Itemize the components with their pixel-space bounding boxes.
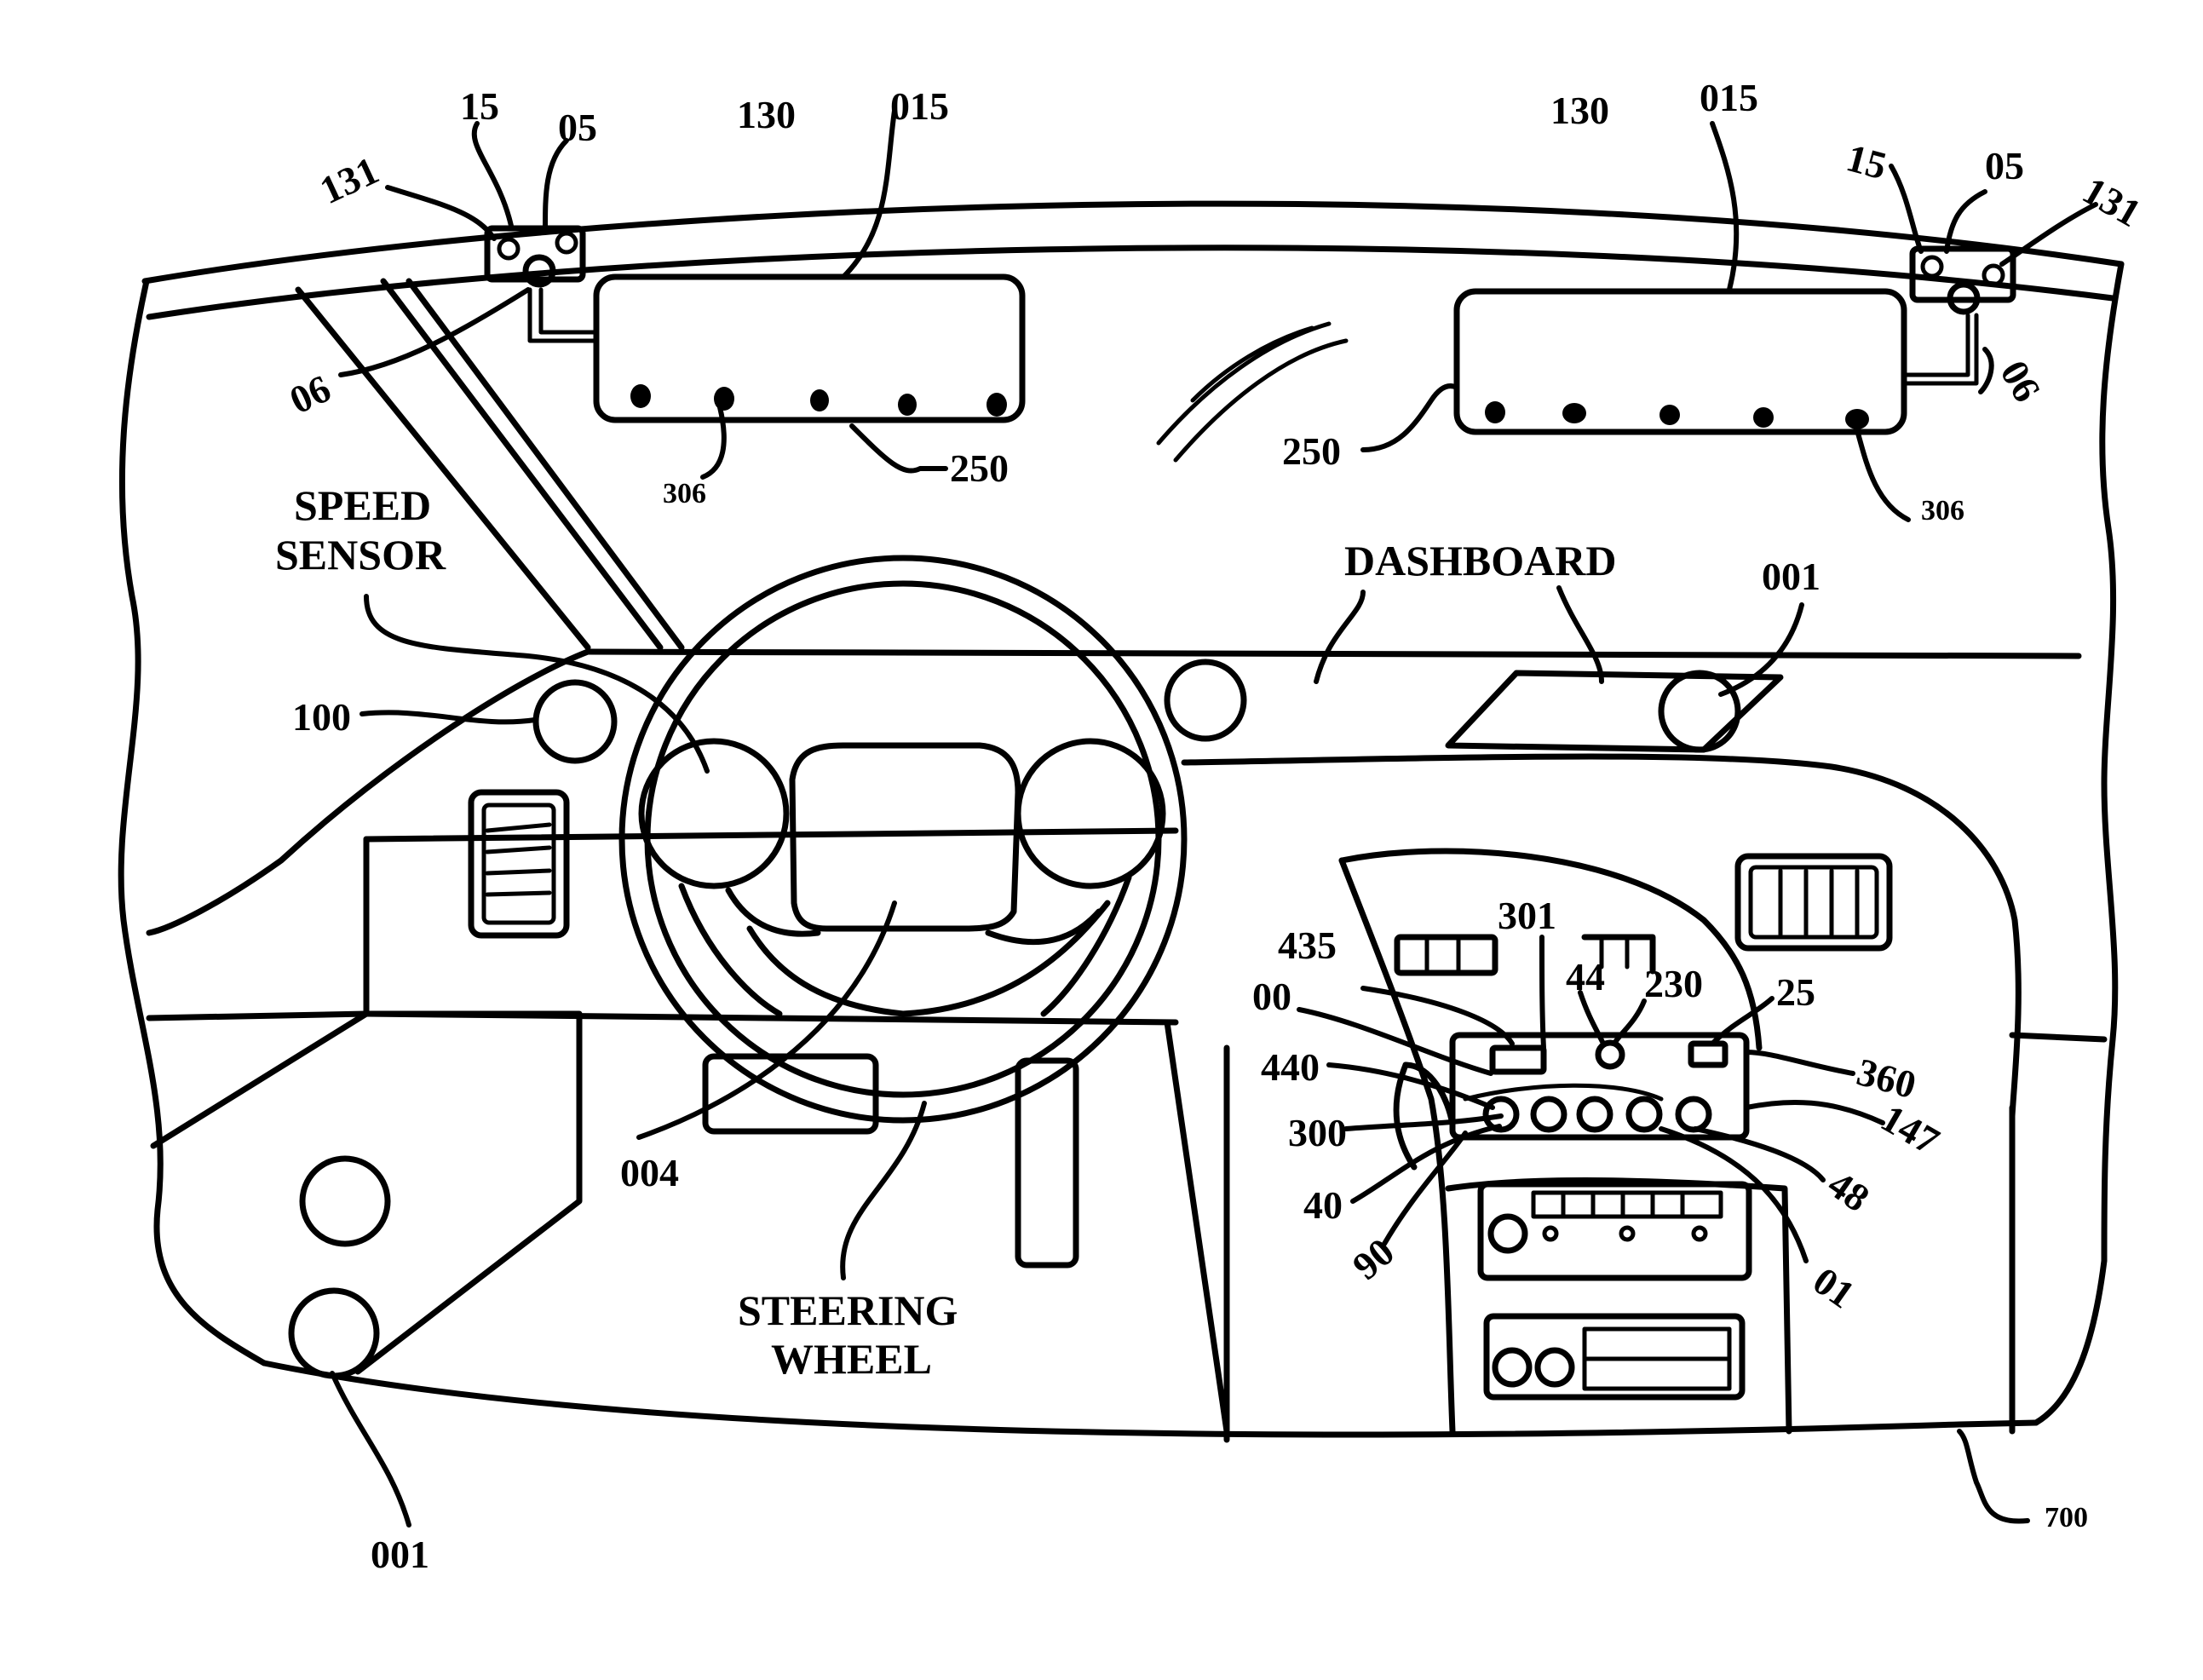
label-130-left: 130	[737, 93, 796, 136]
label-250-left: 250	[950, 446, 1009, 490]
a-pillar	[295, 278, 685, 651]
label-300: 300	[1288, 1111, 1347, 1154]
label-001-dash: 001	[1762, 555, 1820, 598]
right-visor-display	[1453, 288, 1979, 435]
label-001-bottom: 001	[371, 1533, 429, 1576]
label-01: 01	[1805, 1258, 1862, 1316]
label-25: 25	[1776, 970, 1815, 1014]
lower-left-circle-upper	[299, 1155, 391, 1247]
label-230: 230	[1644, 962, 1703, 1005]
windshield-glare-marks	[1156, 321, 1349, 463]
label-301: 301	[1498, 894, 1556, 937]
steering-wheel	[618, 555, 1188, 1124]
label-015-right: 015	[1700, 76, 1758, 119]
label-147: 147	[1874, 1096, 1947, 1163]
left-air-vent	[468, 789, 570, 939]
label-15-right: 15	[1842, 135, 1891, 187]
label-06-right: 06	[1992, 354, 2049, 409]
label-100: 100	[292, 695, 351, 739]
right-air-vent	[1734, 853, 1893, 952]
label-306-right: 306	[1921, 495, 1964, 526]
label-44: 44	[1566, 955, 1605, 998]
label-130-right: 130	[1550, 89, 1609, 132]
label-131-left: 131	[313, 148, 385, 212]
label-700: 700	[2045, 1502, 2088, 1533]
windshield-top-edge	[141, 200, 2125, 320]
dashboard-outline	[146, 648, 2108, 1443]
label-15-left: 15	[460, 84, 499, 128]
label-wheel: WHEEL	[771, 1335, 932, 1383]
label-40: 40	[1303, 1183, 1343, 1227]
label-004: 004	[620, 1151, 679, 1194]
label-015-left: 015	[890, 84, 949, 128]
label-360: 360	[1853, 1050, 1921, 1107]
left-camera-module	[484, 225, 586, 288]
label-dashboard: DASHBOARD	[1344, 537, 1616, 584]
center-console	[1338, 848, 1792, 1435]
lower-left-circle-lower	[288, 1287, 380, 1379]
label-00: 00	[1252, 975, 1291, 1018]
label-06-left: 06	[283, 366, 336, 423]
label-sensor: SENSOR	[275, 531, 446, 578]
label-440: 440	[1261, 1045, 1320, 1089]
label-05-right: 05	[1985, 144, 2024, 187]
label-48: 48	[1820, 1162, 1878, 1220]
label-90: 90	[1344, 1229, 1402, 1288]
reference-labels: 131 15 05 130 015 06 306 250 130 015 15 …	[275, 76, 2148, 1576]
label-435: 435	[1278, 923, 1337, 967]
right-camera-module	[1909, 245, 2016, 315]
dash-right-display	[1445, 670, 1784, 753]
dash-center-circle	[1164, 659, 1247, 742]
label-250-right: 250	[1282, 429, 1341, 473]
label-05-left: 05	[558, 106, 597, 149]
under-dash-panel-right	[1015, 1057, 1079, 1269]
label-306-left: 306	[663, 478, 706, 509]
label-131-right: 131	[2076, 168, 2148, 235]
outer-boundary	[118, 261, 2125, 1438]
label-steering: STEERING	[738, 1286, 958, 1334]
speed-sensor-gauge	[532, 679, 618, 764]
left-visor-display	[527, 273, 1026, 423]
leader-lines	[330, 108, 2098, 1528]
label-speed: SPEED	[294, 481, 431, 529]
